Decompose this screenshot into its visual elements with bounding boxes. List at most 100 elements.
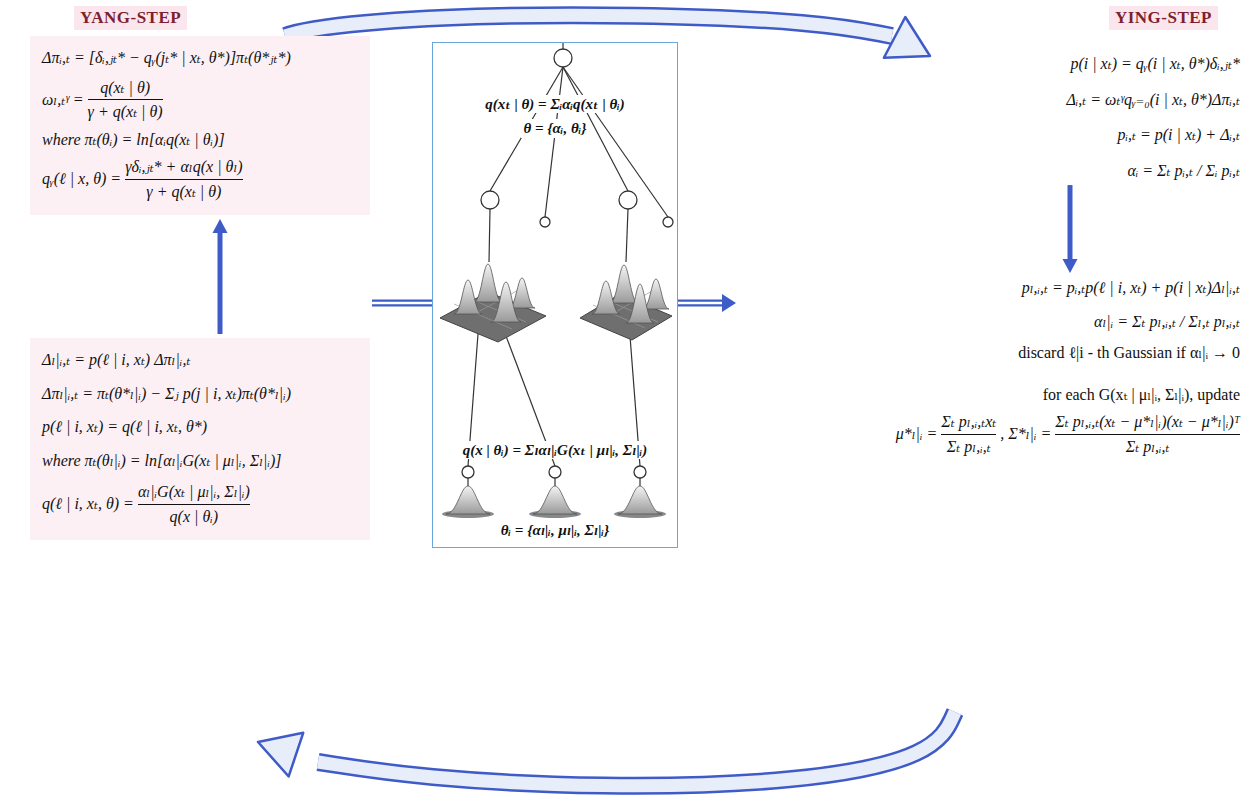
formula-text: μ*ₗ|ᵢ = (896, 424, 938, 444)
arrow-shaft (1068, 185, 1073, 261)
arrow-outline (318, 712, 955, 786)
formula-text: q(xₜ | θ) (100, 78, 150, 98)
fraction: γδᵢ,ⱼₜ* + αₗq(x | θₗ) γ + q(xₜ | θ) (125, 157, 242, 201)
double-line (678, 300, 724, 307)
tree-link (467, 478, 468, 486)
gaussian-bump (454, 280, 482, 314)
formula-text: Δₗ|ᵢ,ₜ = p(ℓ | i, xₜ) Δπₗ|ᵢ,ₜ (42, 350, 190, 370)
formula-text: Σₜ pₗ,ᵢ,ₜ(xₜ − μ*ₗ|ᵢ)(xₜ − μ*ₗ|ᵢ)ᵀ (1055, 412, 1240, 432)
formula-row: Δᵢ,ₜ = ωₜᵞqᵧ₌₀(i | xₜ, θ*)Δπᵢ,ₜ (1066, 90, 1240, 110)
arrow-body (285, 15, 892, 36)
formula-row: pᵢ,ₜ = p(i | xₜ) + Δᵢ,ₜ (1118, 125, 1240, 145)
formula-row: pₗ,ᵢ,ₜ = pᵢ,ₜp(ℓ | i, xₜ) + p(i | xₜ)Δₗ|… (1022, 278, 1240, 298)
formula-text: pᵢ,ₜ = p(i | xₜ) + Δᵢ,ₜ (1118, 125, 1240, 145)
fraction: q(xₜ | θ) γ + q(xₜ | θ) (88, 78, 163, 122)
formula-text: q(x | θᵢ) = Σₗαₗ|ᵢG(xₜ | μₗ|ᵢ, Σₗ|ᵢ) (460, 441, 651, 459)
formula-text: Δᵢ,ₜ = ωₜᵞqᵧ₌₀(i | xₜ, θ*)Δπᵢ,ₜ (1066, 90, 1240, 110)
formula-row: discard ℓ|i - th Gaussian if αₗ|ᵢ → 0 (1018, 343, 1240, 363)
tree-node (634, 466, 646, 478)
formula-row: q(ℓ | i, xₜ, θ) =αₗ|ᵢG(xₜ | μₗ|ᵢ, Σₗ|ᵢ)q… (42, 482, 354, 526)
formula-row: qᵧ(ℓ | x, θ) =γδᵢ,ⱼₜ* + αₗq(x | θₗ) γ + q… (42, 157, 354, 201)
formula-text: θᵢ = {αₗ|ᵢ, μₗ|ᵢ, Σₗ|ᵢ} (498, 521, 612, 539)
formula-row: Δπₗ|ᵢ,ₜ = πₜ(θ*ₗ|ᵢ) − Σⱼ p(j | i, xₜ)πₜ(… (42, 384, 354, 404)
gaussian-bump (610, 265, 638, 303)
formula-text: Σₜ pₗ,ᵢ,ₜ (1126, 437, 1170, 457)
gaussian-bump (446, 486, 490, 514)
fraction: Σₜ pₗ,ᵢ,ₜxₜ Σₜ pₗ,ᵢ,ₜ (941, 412, 996, 456)
formula-text: pₗ,ᵢ,ₜ = pᵢ,ₜp(ℓ | i, xₜ) + p(i | xₜ)Δₗ|… (1022, 278, 1240, 298)
tree-node (540, 217, 550, 227)
formula-row: αₗ|ᵢ = Σₜ pₗ,ᵢ,ₜ / Σₗ,ₜ pₗ,ᵢ,ₜ (1094, 312, 1240, 332)
formula-row: Δₗ|ᵢ,ₜ = p(ℓ | i, xₜ) Δπₗ|ᵢ,ₜ (42, 350, 354, 370)
formula-row: αᵢ = Σₜ pᵢ,ₜ / Σᵢ pᵢ,ₜ (1127, 161, 1240, 181)
yang-step-panel: YANG-STEP Δπᵢ,ₜ = [δᵢ,ⱼₜ* − qᵧ(jₜ* | xₜ, … (30, 6, 370, 215)
formula-row: p(i | xₜ) = qᵧ(i | xₜ, θ*)δᵢ,ⱼₜ* (1070, 54, 1240, 74)
formula-text: where πₜ(θᵢ) = ln[αᵢq(xₜ | θᵢ)] (42, 130, 225, 150)
mixture-surface (580, 265, 672, 340)
fraction-bar (125, 179, 242, 180)
flow-arrow (678, 294, 736, 312)
gaussian-bump (626, 284, 654, 323)
gaussian-bump (592, 281, 620, 314)
gaussian-bump (643, 279, 669, 309)
formula-text: αₗ|ᵢ = Σₜ pₗ,ᵢ,ₜ / Σₗ,ₜ pₗ,ᵢ,ₜ (1094, 312, 1240, 332)
ying-step-subformulas: pₗ,ᵢ,ₜ = pᵢ,ₜp(ℓ | i, xₜ) + p(i | xₜ)Δₗ|… (896, 278, 1240, 456)
formula-text: q(x | θᵢ) (170, 507, 219, 527)
formula-text: γ + q(xₜ | θ) (146, 182, 221, 202)
tree-link (639, 478, 640, 486)
formula-text: γδᵢ,ⱼₜ* + αₗq(x | θₗ) (125, 157, 242, 177)
flow-arrow (213, 219, 228, 334)
formula-text: q(xₜ | θ) = Σᵢαᵢq(xₜ | θᵢ) (482, 95, 628, 113)
tree-node (663, 217, 673, 227)
formula-panel: Δₗ|ᵢ,ₜ = p(ℓ | i, xₜ) Δπₗ|ᵢ,ₜΔπₗ|ᵢ,ₜ = π… (30, 338, 370, 540)
tree-node (619, 191, 637, 209)
formula-text: Δπᵢ,ₜ = [δᵢ,ⱼₜ* − qᵧ(jₜ* | xₜ, θ*)]πₜ(θ*… (42, 48, 291, 68)
formula-row: p(ℓ | i, xₜ) = q(ℓ | i, xₜ, θ*) (42, 417, 354, 437)
tree-link (554, 478, 555, 486)
tree-link (563, 67, 668, 217)
flow-arrow (1063, 185, 1078, 273)
formula-text: p(i | xₜ) = qᵧ(i | xₜ, θ*)δᵢ,ⱼₜ* (1070, 54, 1240, 74)
formula-text: αᵢ = Σₜ pᵢ,ₜ / Σᵢ pᵢ,ₜ (1127, 161, 1240, 181)
tree-node (481, 191, 499, 209)
arrow-head (884, 17, 930, 58)
gaussian-bump (491, 282, 521, 322)
arrow-outline (285, 15, 892, 36)
formula-text: Σₜ pₗ,ᵢ,ₜxₜ (941, 412, 996, 432)
fraction-bar (138, 504, 250, 505)
fraction: αₗ|ᵢG(xₜ | μₗ|ᵢ, Σₗ|ᵢ)q(x | θᵢ) (138, 482, 250, 526)
formula-text: Σₜ pₗ,ᵢ,ₜ (947, 437, 991, 457)
formula-text: θ = {αᵢ, θᵢ} (521, 119, 590, 137)
arrow-body (318, 712, 955, 786)
tree-node (549, 466, 561, 478)
tree-node (462, 466, 474, 478)
formula-text: γ + q(xₜ | θ) (88, 102, 163, 122)
formula-row: where πₜ(θₗ|ᵢ) = ln[αₗ|ᵢG(xₜ | μₗ|ᵢ, Σₗ|… (42, 451, 354, 471)
gaussian-bump (618, 486, 662, 514)
tree-node (554, 49, 572, 67)
tree-links (468, 43, 668, 486)
tree-link (489, 209, 490, 262)
formula-text: where πₜ(θₗ|ᵢ) = ln[αₗ|ᵢG(xₜ | μₗ|ᵢ, Σₗ|… (42, 451, 282, 471)
formula-row: where πₜ(θᵢ) = ln[αᵢq(xₜ | θᵢ)] (42, 130, 354, 150)
hierarchical-mixture-box: q(xₜ | θ) = Σᵢαᵢq(xₜ | θᵢ) θ = {αᵢ, θᵢ} q(… (432, 42, 678, 548)
formula-text: discard ℓ|i - th Gaussian if αₗ|ᵢ → 0 (1018, 343, 1240, 363)
double-line-gap (678, 302, 724, 305)
tree-link (626, 209, 628, 262)
formula-text: qᵧ(ℓ | x, θ) = (42, 169, 121, 189)
fraction-bar (941, 434, 996, 435)
component-gaussians (442, 486, 666, 518)
formula-row: for each G(xₜ | μₗ|ᵢ, Σₗ|ᵢ), update (1043, 385, 1240, 405)
step-heading: YING-STEP (1109, 6, 1218, 30)
gaussian-bump (533, 486, 577, 514)
mixture-surface (440, 264, 546, 342)
tree-link (562, 43, 563, 49)
tree-nodes (462, 49, 673, 478)
step-heading: YANG-STEP (74, 6, 187, 30)
arrow-head (258, 733, 303, 777)
formula-text: for each G(xₜ | μₗ|ᵢ, Σₗ|ᵢ), update (1043, 385, 1240, 405)
formula-text: , Σ*ₗ|ᵢ = (1000, 424, 1051, 444)
fraction-bar (88, 99, 163, 100)
formula-text: p(ℓ | i, xₜ) = q(ℓ | i, xₜ, θ*) (42, 417, 207, 437)
gaussian-bump (474, 264, 502, 302)
